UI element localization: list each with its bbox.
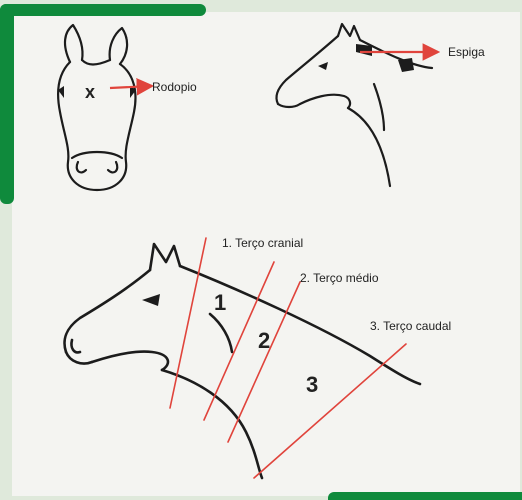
medio-line-right (228, 282, 300, 442)
large-ears (150, 244, 180, 270)
terco-medio-label: 2. Terço médio (300, 271, 379, 285)
large-cheek (210, 314, 232, 352)
horse-front-view (58, 25, 135, 190)
espiga-label: Espiga (448, 45, 485, 59)
caudal-line (254, 344, 406, 478)
right-nostril (108, 162, 117, 172)
small-ears (338, 24, 360, 40)
large-muzzle (66, 352, 92, 364)
large-eye (142, 294, 160, 306)
small-dark-spot (398, 58, 414, 72)
region-2-number: 2 (258, 328, 270, 353)
small-jaw (300, 95, 350, 108)
horse-side-view-small (276, 24, 432, 186)
terco-caudal-label: 3. Terço caudal (370, 319, 451, 333)
left-nostril (77, 162, 86, 172)
small-neck-line (374, 84, 384, 130)
region-3-number: 3 (306, 372, 318, 397)
small-dark-mane (356, 44, 372, 56)
small-eye (318, 62, 328, 70)
rodopio-arrow (110, 86, 152, 88)
region-1-number: 1 (214, 290, 226, 315)
whorl-x-marker: x (85, 82, 95, 102)
left-ear (65, 25, 83, 62)
large-nostril (71, 340, 80, 352)
head-outline (58, 62, 135, 190)
cranial-line (170, 238, 206, 408)
terco-cranial-label: 1. Terço cranial (222, 236, 303, 250)
large-neck-front (162, 370, 262, 478)
large-jaw (92, 352, 168, 370)
right-ear (110, 28, 127, 64)
muzzle-line (72, 152, 122, 158)
forelock (82, 60, 110, 65)
small-muzzle (278, 104, 300, 107)
rodopio-label: Rodopio (152, 80, 197, 94)
large-head-top (65, 270, 150, 352)
